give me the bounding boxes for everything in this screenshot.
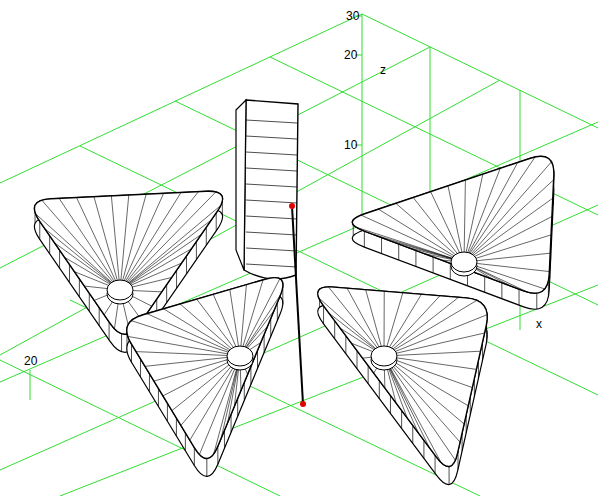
upright-band bbox=[236, 100, 298, 279]
probe-line bbox=[289, 203, 306, 407]
blade-shape bbox=[127, 278, 283, 477]
blade-shape bbox=[352, 156, 554, 309]
axis-tick-label: 20 bbox=[24, 355, 37, 367]
axis-name: z bbox=[380, 64, 386, 76]
axis-name: x bbox=[536, 318, 542, 330]
grid-lines bbox=[0, 14, 598, 496]
axis-tick-label: 10 bbox=[344, 139, 357, 151]
axis-tick-label: 30 bbox=[346, 10, 359, 22]
axis-tick-label: 20 bbox=[344, 49, 357, 61]
blade-shape bbox=[318, 287, 488, 485]
